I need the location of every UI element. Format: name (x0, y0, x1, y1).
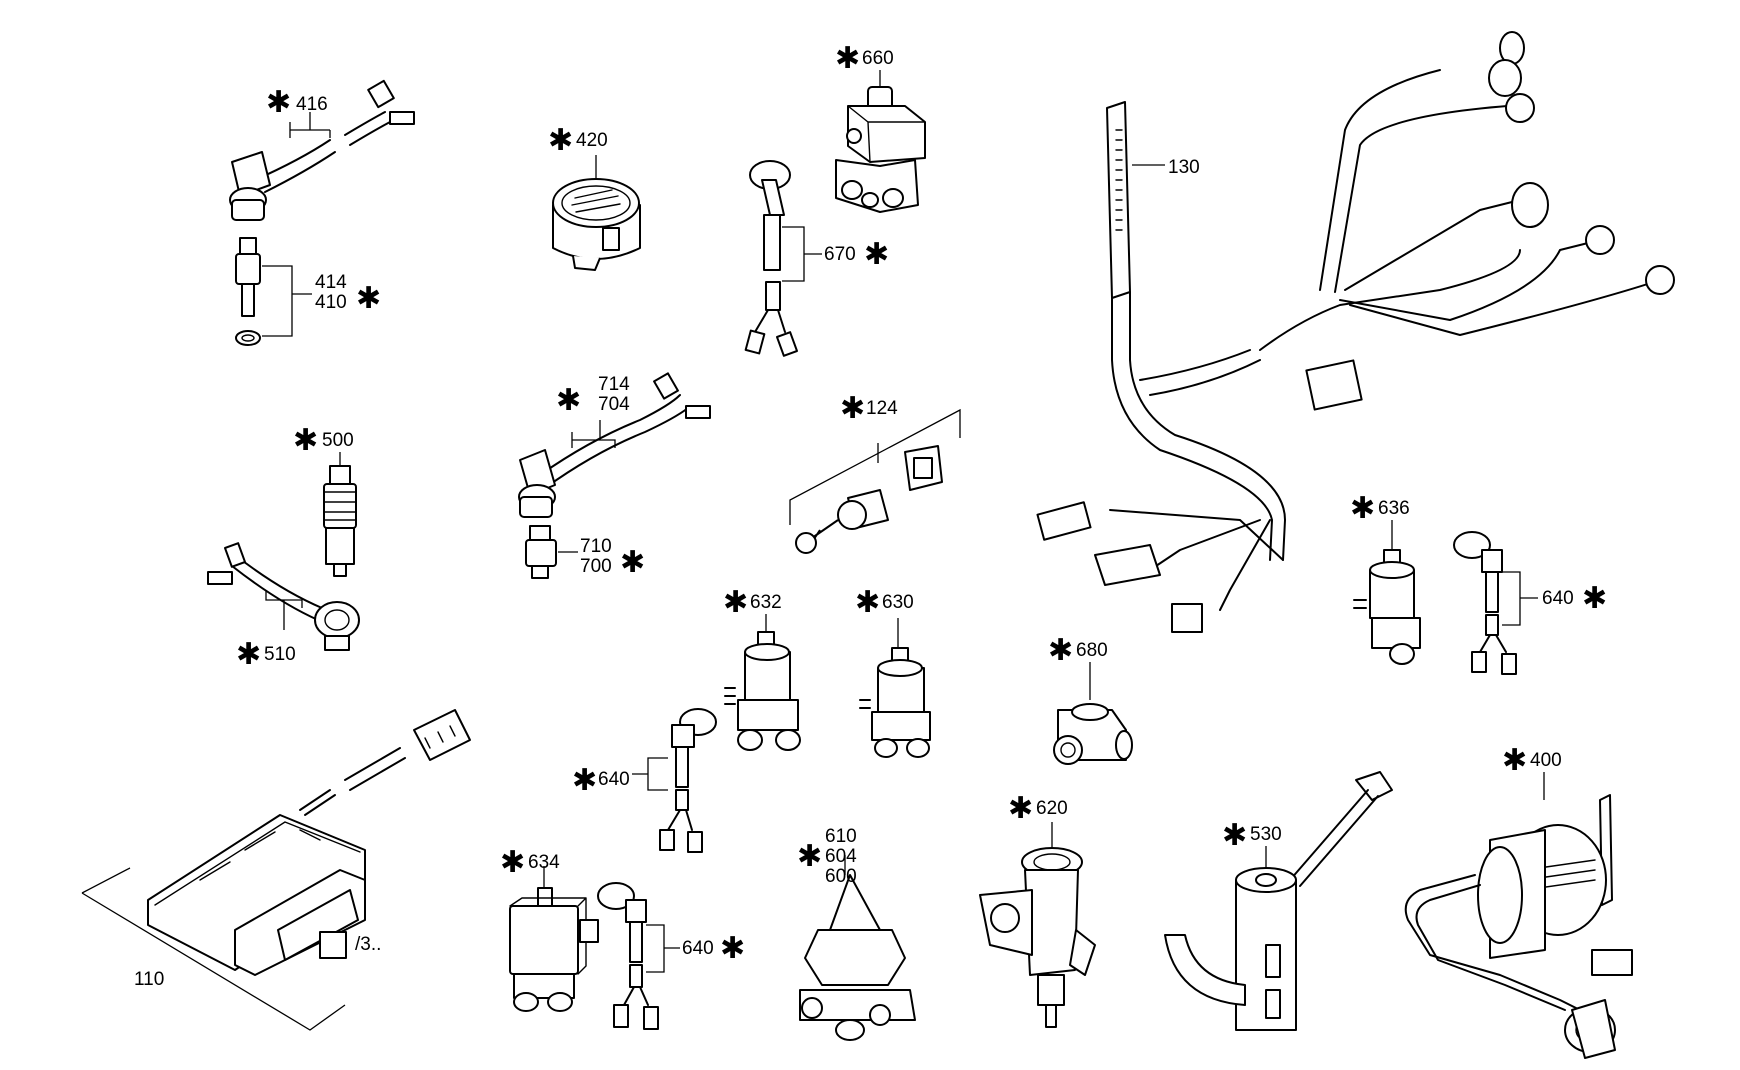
label-632: 632 (750, 592, 782, 613)
part-630-solenoid (859, 647, 931, 758)
label-420: 420 (576, 130, 608, 151)
label-660: 660 (862, 48, 894, 69)
asterisk-670: ✱ (864, 237, 889, 272)
label-640a: 640 (598, 769, 630, 790)
part-420-housing (552, 178, 641, 271)
asterisk-640c: ✱ (720, 931, 745, 966)
part-400-actuator (1404, 794, 1633, 1059)
asterisk-500: ✱ (293, 423, 318, 458)
label-620: 620 (1036, 798, 1068, 819)
label-130: 130 (1168, 157, 1200, 178)
asterisk-400: ✱ (1502, 743, 1527, 778)
part-680-fitting (1053, 703, 1133, 765)
asterisk-510: ✱ (236, 637, 261, 672)
asterisk-636: ✱ (1350, 491, 1375, 526)
label-414: 414 (315, 272, 347, 293)
part-670-cable (744, 160, 798, 357)
part-620-valve (979, 847, 1096, 1028)
label-600: 600 (825, 866, 857, 887)
part-414-410-sensor (235, 237, 261, 346)
part-610-604-600-valve (799, 874, 916, 1041)
part-124-key-switch (789, 408, 961, 554)
part-130-harness (1036, 31, 1675, 633)
part-710-700-sensor (525, 525, 557, 579)
part-632-solenoid (724, 631, 801, 751)
label-610: 610 (825, 826, 857, 847)
asterisk-610-604-600: ✱ (797, 839, 822, 874)
asterisk-660: ✱ (835, 41, 860, 76)
part-110-module (81, 709, 471, 1031)
asterisk-416: ✱ (266, 85, 291, 120)
part-660-valve (835, 86, 926, 213)
asterisk-710-700: ✱ (620, 545, 645, 580)
label-400: 400 (1530, 750, 1562, 771)
label-640c: 640 (682, 938, 714, 959)
asterisk-640b: ✱ (1582, 581, 1607, 616)
part-530-lever (1164, 771, 1393, 1031)
asterisk-714-704: ✱ (556, 383, 581, 418)
part-640-cable-c (597, 882, 659, 1030)
asterisk-632: ✱ (723, 585, 748, 620)
part-510-cable (207, 542, 360, 651)
asterisk-640a: ✱ (572, 763, 597, 798)
label-704: 704 (598, 394, 630, 415)
label-636: 636 (1378, 498, 1410, 519)
label-410: 410 (315, 292, 347, 313)
asterisk-680: ✱ (1048, 633, 1073, 668)
label-604: 604 (825, 846, 857, 867)
label-670: 670 (824, 244, 856, 265)
label-124: 124 (866, 398, 898, 419)
label-710: 710 (580, 536, 612, 557)
part-636-solenoid (1353, 549, 1421, 665)
label-500: 500 (322, 430, 354, 451)
label-640b: 640 (1542, 588, 1574, 609)
part-500-sensor (323, 465, 357, 577)
label-416: 416 (296, 94, 328, 115)
label-714: 714 (598, 374, 630, 395)
asterisk-414-410: ✱ (356, 281, 381, 316)
asterisk-630: ✱ (855, 585, 880, 620)
label-680: 680 (1076, 640, 1108, 661)
asterisk-124: ✱ (840, 391, 865, 426)
label-630: 630 (882, 592, 914, 613)
label-510: 510 (264, 644, 296, 665)
label-3-suffix: /3.. (355, 934, 381, 955)
asterisk-634: ✱ (500, 845, 525, 880)
part-634-solenoid (509, 887, 599, 1012)
part-416-cable (229, 79, 415, 221)
asterisk-420: ✱ (548, 123, 573, 158)
asterisk-530: ✱ (1222, 818, 1247, 853)
label-110: 110 (134, 969, 164, 990)
label-700: 700 (580, 556, 612, 577)
label-530: 530 (1250, 824, 1282, 845)
part-640-cable-b (1453, 531, 1517, 675)
part-640-cable-a (659, 708, 717, 853)
part-714-704-cable (518, 372, 711, 518)
label-634: 634 (528, 852, 560, 873)
asterisk-620: ✱ (1008, 791, 1033, 826)
